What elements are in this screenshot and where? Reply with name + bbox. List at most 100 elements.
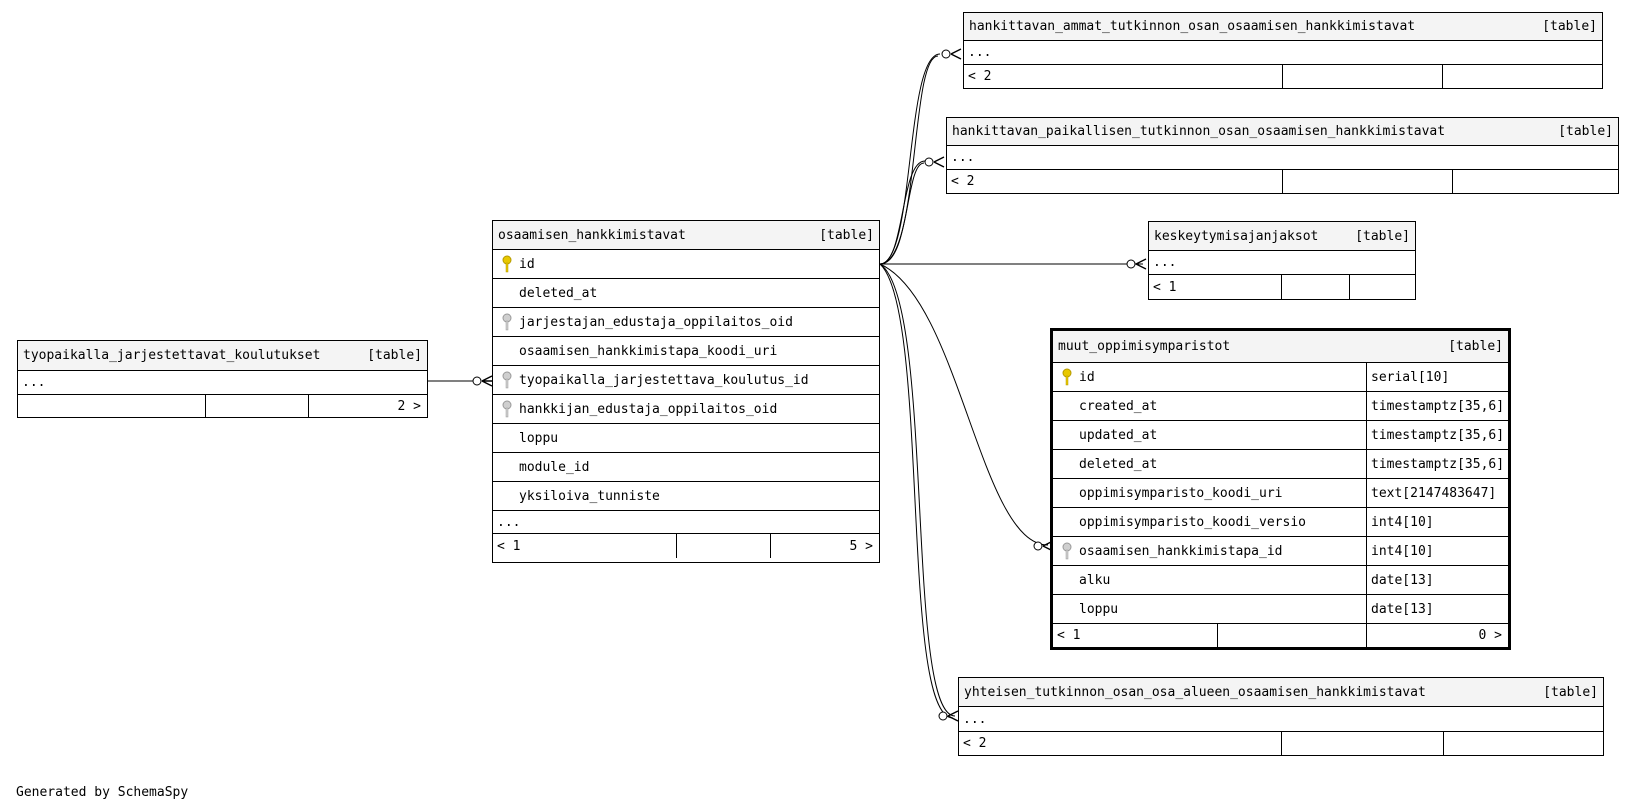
column-row[interactable]: updated_at timestamptz[35,6] [1053,421,1508,450]
parents-count [18,395,205,417]
column-name: alku [1079,572,1111,588]
link-main-to-yhteisen [879,263,956,717]
column-row[interactable]: id [493,250,879,279]
table-header: yhteisen_tutkinnon_osan_osa_alueen_osaam… [959,678,1603,707]
parents-count[interactable]: < 2 [968,69,992,84]
table-kind: [table] [1448,339,1503,354]
parents-count[interactable]: < 2 [963,736,987,751]
table-hankittavan-paikallisen[interactable]: hankittavan_paikallisen_tutkinnon_osan_o… [946,117,1619,194]
generated-by-label: Generated by SchemaSpy [16,785,189,800]
table-kind: [table] [367,348,422,363]
children-count [1443,732,1603,755]
column-type: timestamptz[35,6] [1366,392,1508,420]
table-kind: [table] [1355,228,1410,244]
primary-key-icon [1062,368,1072,386]
children-count[interactable]: 5 > [770,534,879,558]
column-row[interactable]: id serial[10] [1053,363,1508,392]
column-row[interactable]: jarjestajan_edustaja_oppilaitos_oid [493,308,879,337]
link-main-to-ammat-2 [879,55,939,265]
children-count [1452,170,1618,193]
column-name: id [1079,369,1095,385]
table-keskeytymisajanjaksot[interactable]: keskeytymisajanjaksot [table] ... < 1 [1148,221,1416,300]
link-end-circle [941,49,951,59]
table-yhteisen-tutkinnon-osan[interactable]: yhteisen_tutkinnon_osan_osa_alueen_osaam… [958,677,1604,756]
column-type: timestamptz[35,6] [1366,421,1508,449]
more-columns-row: ... [959,707,1603,732]
column-row[interactable]: osaamisen_hankkimistapa_koodi_uri [493,337,879,366]
column-type: text[2147483647] [1366,479,1508,507]
crowfoot [1135,258,1147,270]
column-name: module_id [519,459,590,475]
table-footer: < 2 [947,170,1618,193]
column-row[interactable]: deleted_at [493,279,879,308]
column-name: id [519,256,535,272]
table-footer: < 2 [964,65,1602,88]
column-row[interactable]: yksiloiva_tunniste [493,482,879,511]
column-row[interactable]: tyopaikalla_jarjestettava_koulutus_id [493,366,879,395]
table-tyopaikalla-jarjestettavat-koulutukset[interactable]: tyopaikalla_jarjestettavat_koulutukset [… [17,340,428,418]
column-name: oppimisymparisto_koodi_versio [1079,514,1306,530]
link-main-to-paikallisen [879,160,926,265]
table-footer: < 2 [959,732,1603,755]
column-name: osaamisen_hankkimistapa_koodi_uri [519,343,778,359]
table-osaamisen-hankkimistavat[interactable]: osaamisen_hankkimistavat [table] id dele… [492,220,880,563]
table-header: hankittavan_ammat_tutkinnon_osan_osaamis… [964,13,1602,41]
table-footer: < 1 0 > [1053,624,1508,647]
children-count [1442,65,1602,88]
table-kind: [table] [1543,684,1598,700]
column-name: deleted_at [519,285,598,301]
parents-count[interactable]: < 1 [1153,279,1177,295]
footer-middle [1217,624,1366,647]
table-muut-oppimisymparistot[interactable]: muut_oppimisymparistot [table] id serial… [1050,328,1511,650]
column-name: yksiloiva_tunniste [519,488,660,504]
link-main-to-muut [879,263,1049,546]
foreign-key-icon [502,400,512,418]
column-name: loppu [1079,601,1119,617]
table-header: osaamisen_hankkimistavat [table] [493,221,879,250]
more-indicator: ... [968,45,992,60]
column-name: updated_at [1079,427,1158,443]
table-footer: < 1 5 > [493,534,879,558]
column-row[interactable]: created_at timestamptz[35,6] [1053,392,1508,421]
column-row[interactable]: loppu [493,424,879,453]
parents-count[interactable]: < 1 [1057,628,1081,643]
children-count[interactable]: 2 > [308,395,427,417]
column-row[interactable]: oppimisymparisto_koodi_uri text[21474836… [1053,479,1508,508]
table-footer: < 1 [1149,275,1415,299]
link-end-circle [938,711,948,721]
children-count[interactable]: 0 > [1366,624,1508,647]
column-name: osaamisen_hankkimistapa_id [1079,543,1283,559]
parents-count[interactable]: < 2 [951,174,975,189]
table-hankittavan-ammat[interactable]: hankittavan_ammat_tutkinnon_osan_osaamis… [963,12,1603,89]
column-type: int4[10] [1366,508,1508,536]
table-header: keskeytymisajanjaksot [table] [1149,222,1415,251]
column-row[interactable]: hankkijan_edustaja_oppilaitos_oid [493,395,879,424]
footer-middle [1281,732,1443,755]
foreign-key-icon [502,371,512,389]
footer-middle [1282,170,1452,193]
table-kind: [table] [1558,124,1613,139]
table-name: keskeytymisajanjaksot [1154,228,1319,244]
table-footer: 2 > [18,395,427,417]
more-columns-row: ... [18,371,427,395]
table-name: yhteisen_tutkinnon_osan_osa_alueen_osaam… [964,684,1426,700]
column-row[interactable]: loppu date[13] [1053,595,1508,624]
crowfoot [950,48,962,60]
table-header: hankittavan_paikallisen_tutkinnon_osan_o… [947,118,1618,146]
more-indicator: ... [22,375,46,390]
column-type: date[13] [1366,595,1508,623]
crowfoot [481,375,493,387]
column-row[interactable]: module_id [493,453,879,482]
column-row[interactable]: deleted_at timestamptz[35,6] [1053,450,1508,479]
table-kind: [table] [819,227,874,243]
link-end-circle [1033,541,1043,551]
table-name: osaamisen_hankkimistavat [498,227,686,243]
parents-count[interactable]: < 1 [497,538,521,554]
column-name: oppimisymparisto_koodi_uri [1079,485,1283,501]
column-row[interactable]: oppimisymparisto_koodi_versio int4[10] [1053,508,1508,537]
column-row[interactable]: alku date[13] [1053,566,1508,595]
link-end-circle [1126,259,1136,269]
column-row[interactable]: osaamisen_hankkimistapa_id int4[10] [1053,537,1508,566]
foreign-key-icon [502,313,512,331]
more-indicator: ... [951,150,975,165]
